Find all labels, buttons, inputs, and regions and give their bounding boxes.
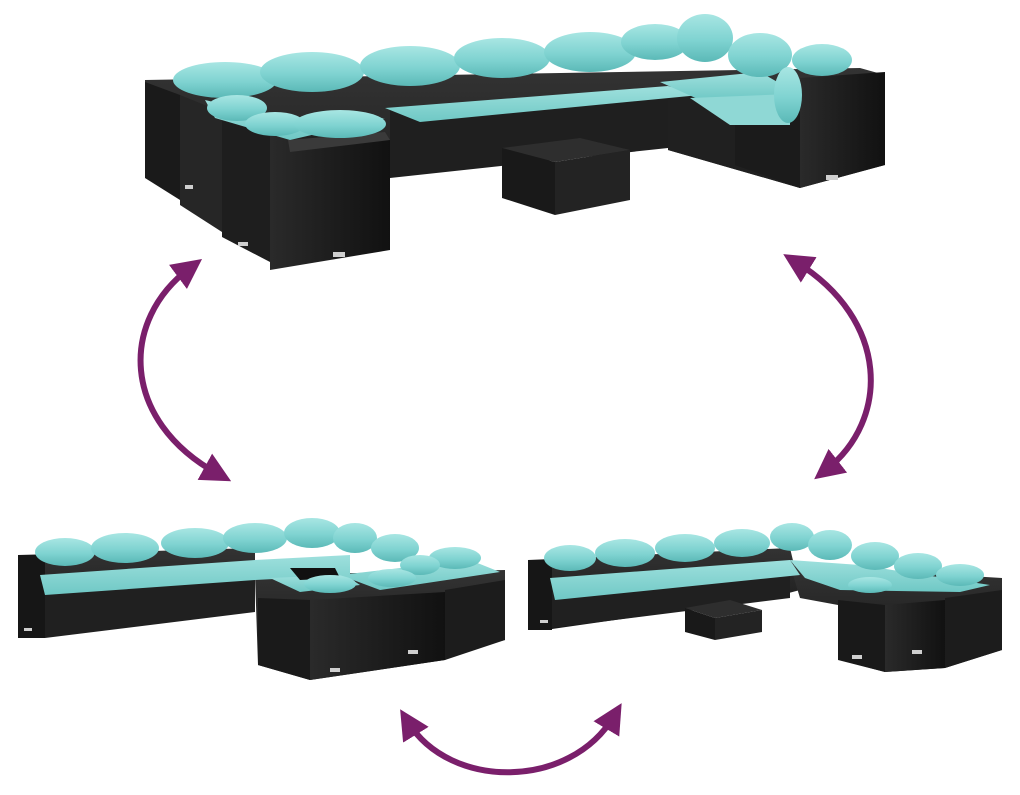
configuration-top [145, 14, 885, 270]
double-headed-curved-arrow-icon [400, 703, 622, 776]
arrow-right [783, 254, 874, 480]
back-cushions-bottom-left [35, 518, 481, 593]
coffee-table-bottom-right [685, 600, 762, 640]
double-headed-curved-arrow-icon [783, 254, 874, 480]
double-headed-curved-arrow-icon [137, 259, 232, 482]
configuration-bottom-left [18, 518, 505, 680]
coffee-table-top [502, 138, 630, 215]
arrow-bottom [400, 703, 622, 776]
configuration-bottom-right [528, 523, 1002, 672]
back-cushions-bottom-right [544, 523, 984, 593]
back-cushions-top [173, 14, 852, 138]
arrow-left [137, 259, 232, 482]
